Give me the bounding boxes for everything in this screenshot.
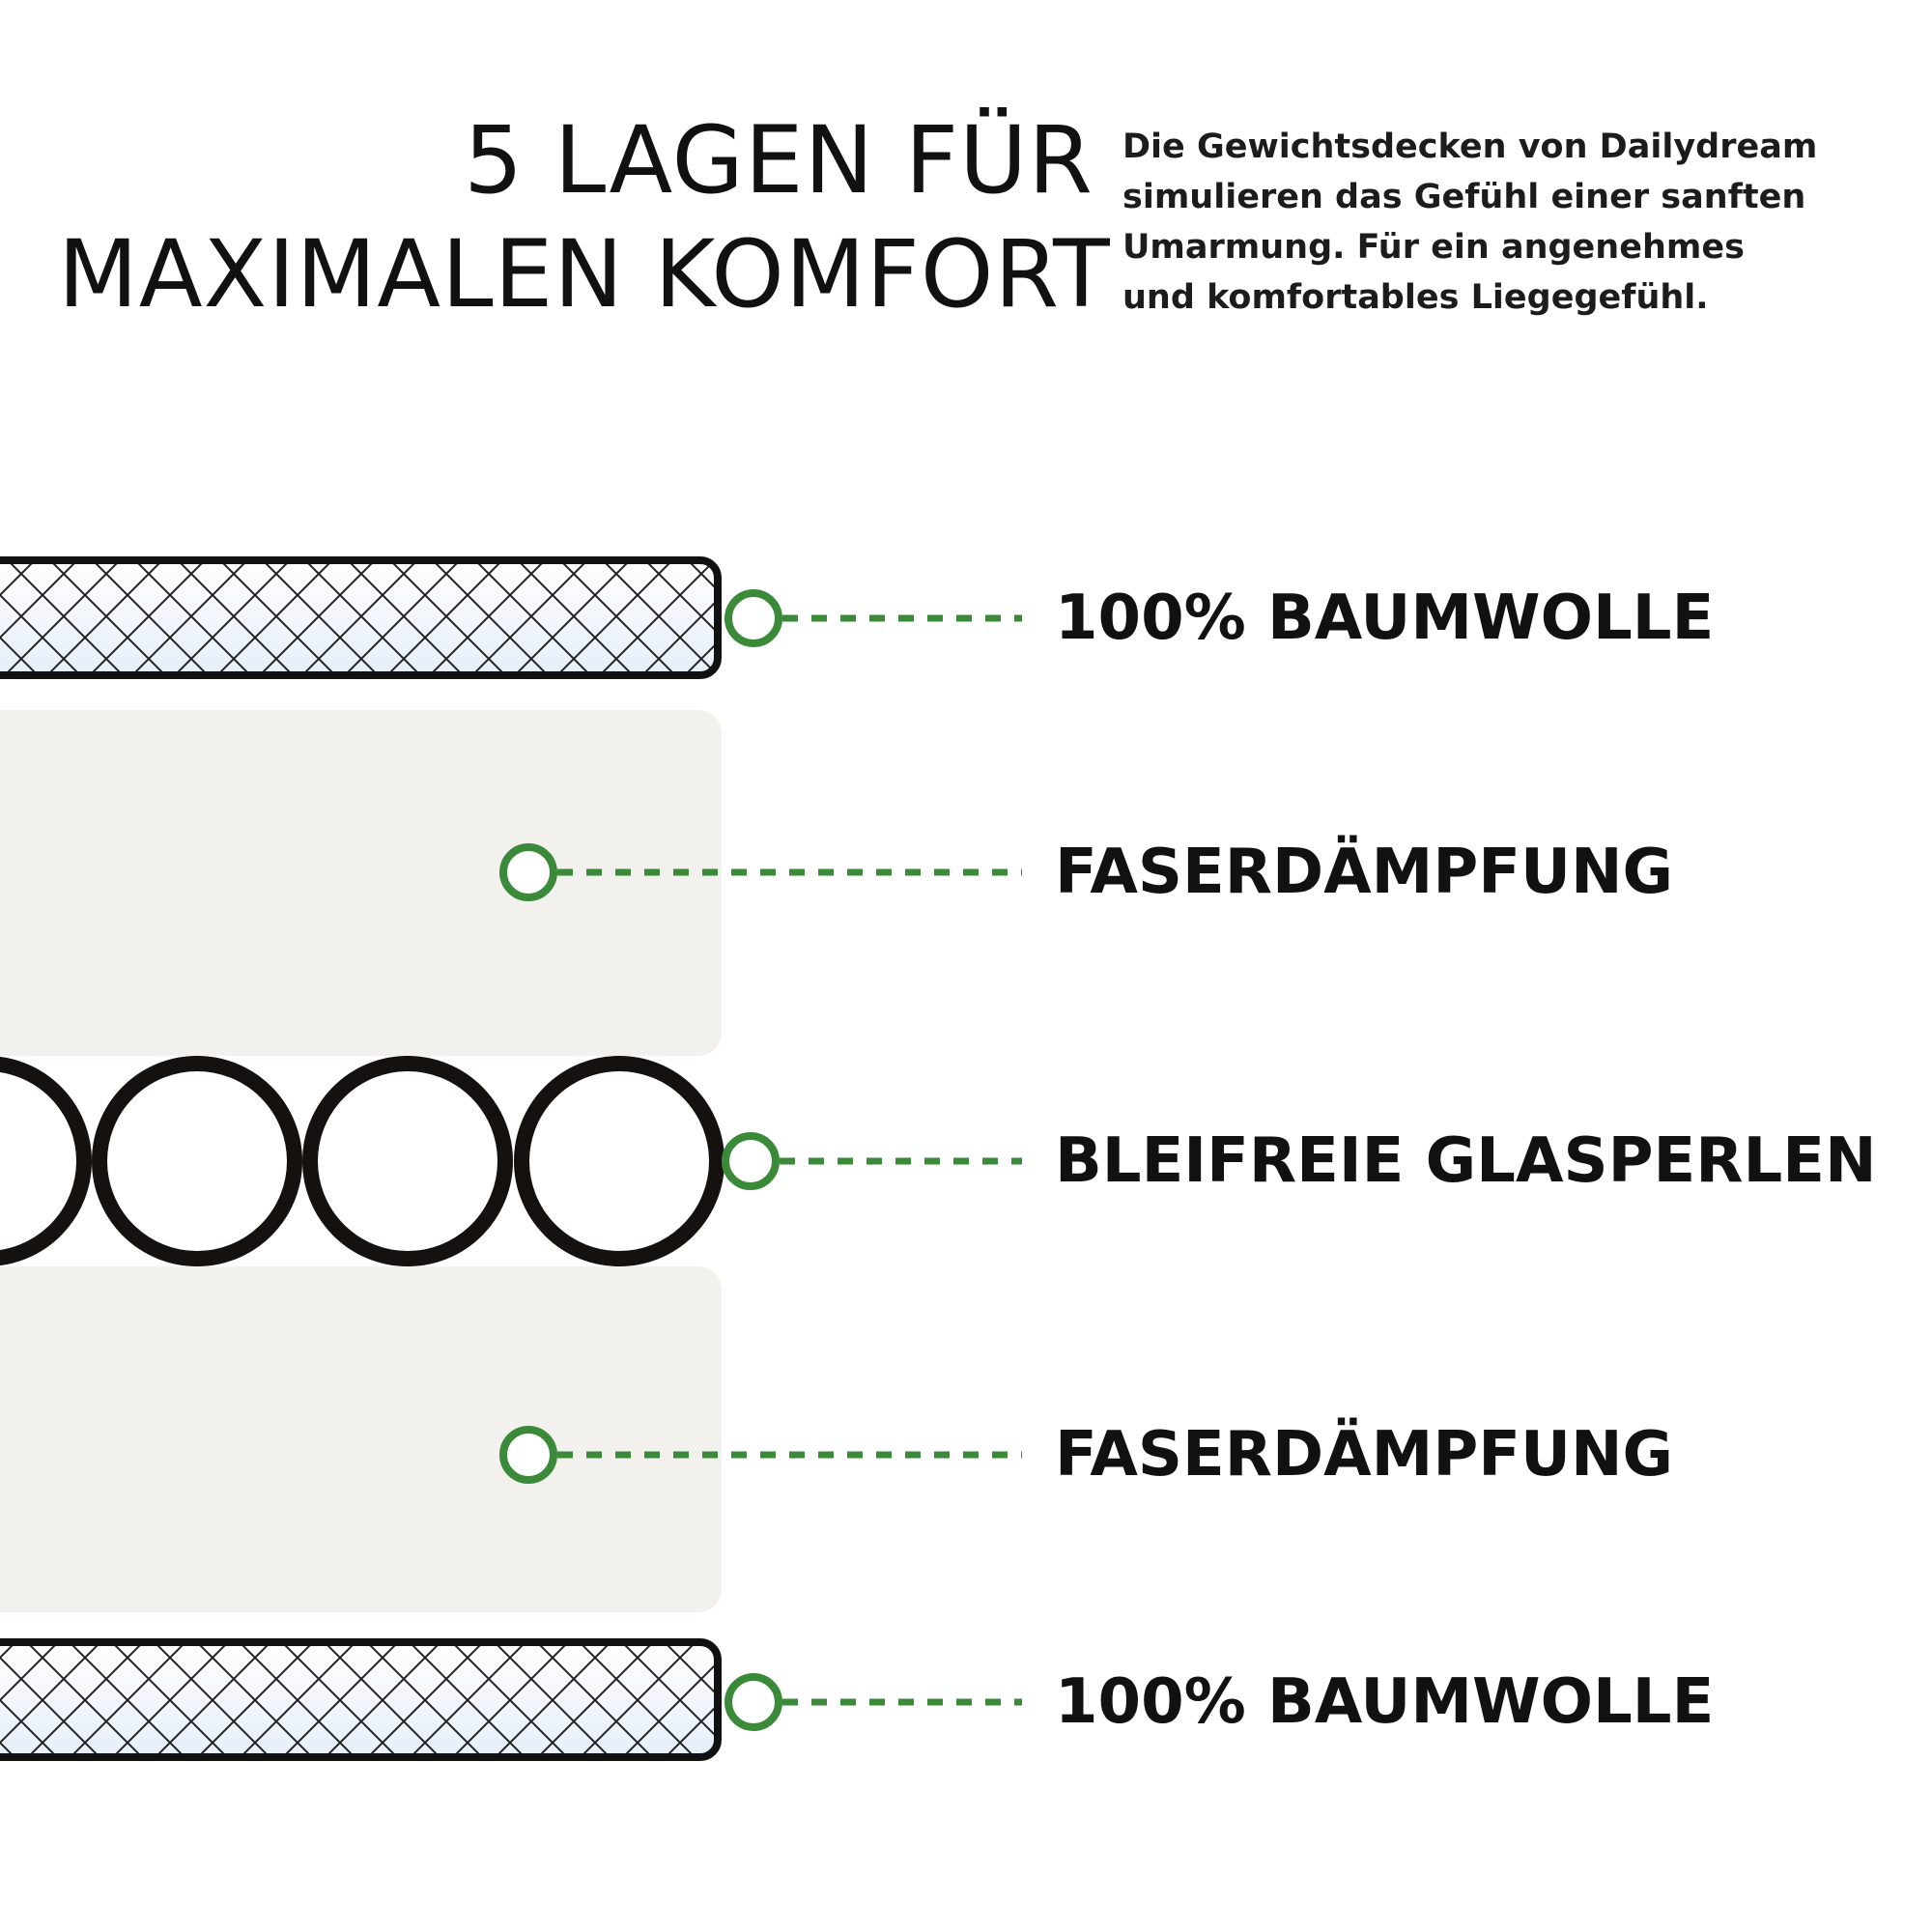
layer-label-glass-beads: BLEIFREIE GLASPERLEN [1055, 1125, 1877, 1197]
glass-bead [302, 1056, 513, 1266]
headline-line-1: 5 LAGEN FÜR [464, 106, 1094, 214]
callout-connector-1 [724, 589, 1022, 647]
cotton-layer-top [0, 556, 722, 679]
glass-beads [0, 1056, 724, 1266]
headline: 5 LAGEN FÜR MAXIMALEN KOMFORT [58, 106, 1111, 342]
cotton-layer-bottom [0, 1638, 722, 1761]
intro-text: Die Gewichtsdecken von Dailydream simuli… [1122, 122, 1818, 323]
glass-bead [0, 1056, 92, 1266]
fiber-layer-top [0, 710, 722, 1056]
intro-line-4: und komfortables Liegegefühl. [1122, 278, 1709, 317]
callout-connector-3 [722, 1132, 1022, 1190]
intro-line-1: Die Gewichtsdecken von Dailydream [1122, 128, 1818, 166]
callout-connector-2 [499, 843, 1022, 901]
layer-label-cotton-bottom: 100% BAUMWOLLE [1055, 1666, 1715, 1738]
layer-label-cotton-top: 100% BAUMWOLLE [1055, 582, 1715, 654]
layer-label-fiber-top: FASERDÄMPFUNG [1055, 837, 1674, 908]
fiber-layer-bottom [0, 1266, 722, 1612]
glass-bead [92, 1056, 302, 1266]
intro-line-2: simulieren das Gefühl einer sanften [1122, 178, 1806, 216]
headline-line-2: MAXIMALEN KOMFORT [58, 220, 1111, 328]
glass-bead [514, 1056, 724, 1266]
callout-connector-5 [724, 1673, 1022, 1731]
layer-label-fiber-bottom: FASERDÄMPFUNG [1055, 1419, 1674, 1491]
callout-connector-4 [499, 1426, 1022, 1484]
intro-line-3: Umarmung. Für ein angenehmes [1122, 228, 1745, 267]
